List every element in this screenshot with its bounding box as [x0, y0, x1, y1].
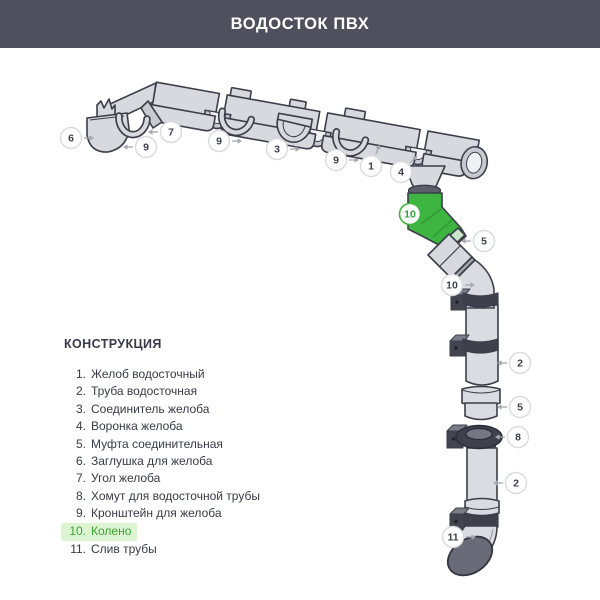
legend-item: 2. Труба водосточная [64, 383, 324, 400]
svg-text:5: 5 [481, 236, 487, 248]
callout-1: 1 [359, 144, 383, 178]
svg-text:11: 11 [447, 532, 458, 544]
legend-item-number: 3. [75, 401, 86, 416]
svg-text:7: 7 [168, 127, 174, 139]
drainage-diagram: 6 9 7 9 3 9 1 4 10 5 10 2 5 8 2 11 [59, 81, 532, 577]
callout-layer: 6 9 7 9 3 9 1 4 10 5 10 2 5 8 2 11 [59, 120, 532, 549]
legend-item-label: Заглушка для желоба [91, 454, 213, 469]
legend-item: 6. Заглушка для желоба [64, 453, 324, 470]
legend-item: 4. Воронка желоба [64, 418, 324, 435]
gutter-hook-bracket [115, 112, 151, 139]
legend-item-number: 9. [75, 506, 86, 521]
svg-text:2: 2 [513, 478, 519, 490]
legend-item-number: 2. [75, 384, 86, 399]
pipe-coupling [461, 385, 501, 421]
downpipe-lower [466, 447, 498, 506]
legend-item: 10. Колено [61, 522, 324, 542]
callout-5: 5 [461, 229, 496, 253]
diagram-canvas: 6 9 7 9 3 9 1 4 10 5 10 2 5 8 2 11 КОНСТРУКЦИЯ 1. Желоб … [0, 48, 600, 600]
legend-item-label: Соединитель желоба [91, 401, 210, 416]
svg-text:9: 9 [333, 155, 339, 167]
svg-text:2: 2 [517, 358, 523, 370]
legend: КОНСТРУКЦИЯ 1. Желоб водосточный 2. Труба в… [61, 337, 324, 558]
outlet-socket [464, 497, 500, 517]
pipe-clamp-bracket [449, 507, 470, 531]
legend-list: 1. Желоб водосточный 2. Труба водосточная 3.… [61, 366, 324, 558]
gutter-end-inner [466, 151, 483, 174]
callout-7: 7 [148, 120, 183, 144]
callout-6: 6 [59, 126, 94, 150]
legend-item-number: 1. [75, 367, 86, 381]
callout-10: 10 [398, 202, 433, 226]
svg-text:10: 10 [404, 209, 416, 221]
legend-item-label: Воронка желоба [91, 419, 183, 434]
legend-item-number: 5. [75, 436, 86, 451]
callout-11: 11 [441, 525, 476, 549]
svg-text:6: 6 [68, 133, 74, 145]
callout-9: 9 [123, 135, 158, 159]
legend-title: КОНСТРУКЦИЯ [64, 337, 162, 351]
pipe-ring-clamp [446, 424, 503, 450]
callout-4: 4 [389, 155, 418, 184]
callout-9: 9 [207, 129, 242, 153]
legend-item: 7. Угол желоба [64, 470, 324, 487]
gutter-run [145, 81, 489, 180]
callout-2: 2 [493, 471, 528, 495]
svg-text:1: 1 [368, 161, 374, 173]
app-header: ВОДОСТОК ПВХ [0, 0, 600, 48]
svg-text:9: 9 [143, 142, 149, 154]
legend-item: 9. Кронштейн для желоба [64, 505, 324, 522]
callout-9: 9 [324, 148, 359, 172]
svg-text:10: 10 [446, 280, 458, 292]
legend-item-label: Труба водосточная [91, 384, 198, 399]
legend-item-label: Желоб водосточный [91, 367, 205, 381]
callout-8: 8 [495, 425, 530, 449]
legend-item-number: 4. [75, 419, 86, 434]
legend-item-label: Колено [91, 523, 132, 538]
legend-item: 1. Желоб водосточный [64, 366, 324, 383]
legend-item-number: 6. [75, 454, 86, 469]
svg-text:8: 8 [515, 432, 521, 444]
svg-text:3: 3 [274, 144, 280, 156]
legend-item: 11. Слив трубы [64, 541, 324, 558]
legend-item-label: Хомут для водосточной трубы [91, 488, 260, 503]
legend-item: 5. Муфта соединительная [64, 436, 324, 453]
callout-3: 3 [265, 137, 300, 161]
legend-item: 3. Соединитель желоба [64, 401, 324, 418]
svg-text:4: 4 [398, 167, 404, 179]
page-title: ВОДОСТОК ПВХ [230, 14, 370, 33]
legend-item-label: Кронштейн для желоба [91, 506, 222, 521]
legend-item-number: 8. [75, 488, 86, 503]
svg-text:9: 9 [216, 136, 222, 148]
legend-item-label: Муфта соединительная [91, 436, 223, 451]
legend-item: 8. Хомут для водосточной трубы [64, 488, 324, 505]
legend-item-number: 7. [75, 471, 86, 486]
gutter-connector [276, 112, 314, 143]
callout-2: 2 [497, 351, 532, 375]
pipe-clamp-band [462, 338, 499, 354]
pipe-clamp-band [462, 292, 499, 308]
callout-10: 10 [440, 273, 475, 297]
legend-item-label: Слив трубы [91, 542, 157, 557]
legend-item-number: 11. [70, 542, 86, 557]
gutter-hook-bracket [217, 107, 370, 157]
svg-text:5: 5 [517, 402, 523, 414]
legend-item-label: Угол желоба [91, 471, 161, 486]
callout-5: 5 [497, 395, 532, 419]
legend-item-number: 10. [69, 523, 86, 538]
